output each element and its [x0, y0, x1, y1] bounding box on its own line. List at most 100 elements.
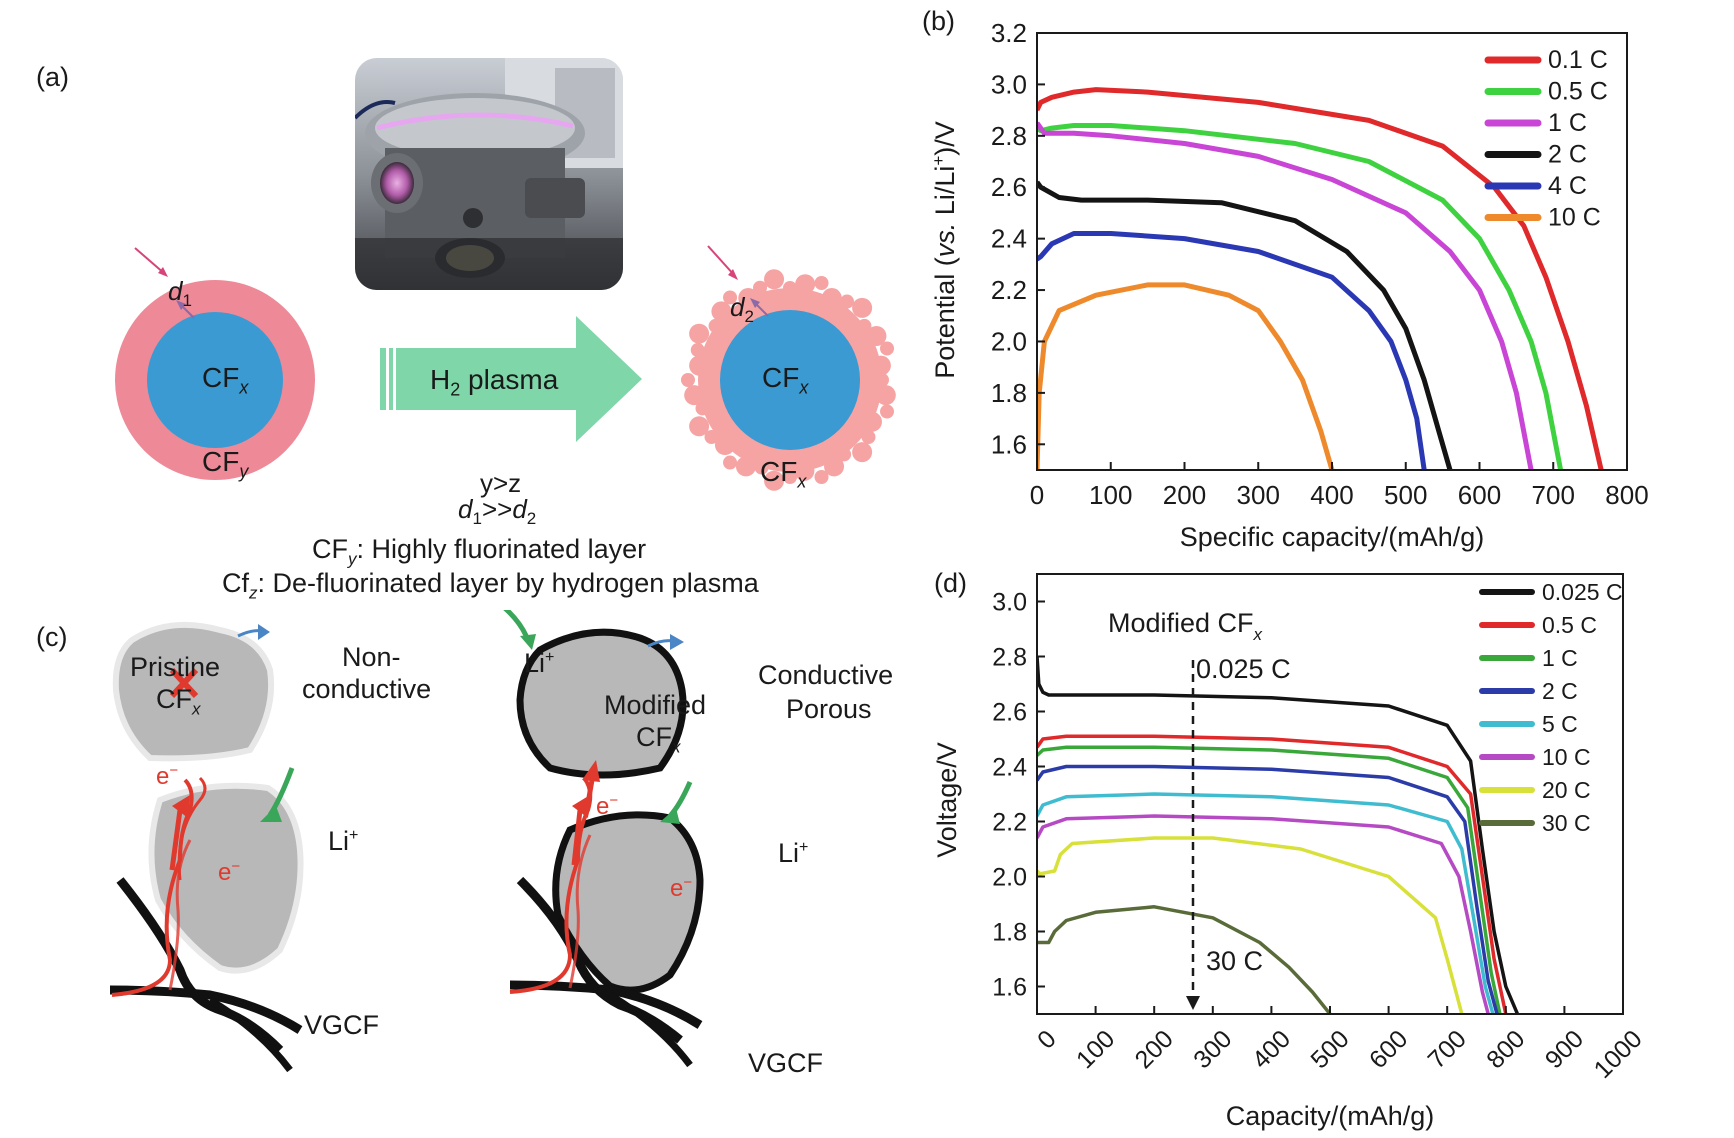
legend-label: 0.1 C	[1548, 46, 1608, 74]
x-tick-label: 400	[1310, 480, 1353, 510]
electron-label-left-2: e−	[218, 858, 241, 886]
series-line-0p5-C	[1037, 123, 1564, 470]
pristine-label-1: Pristine	[130, 652, 221, 682]
x-tick-label: 0	[1032, 1025, 1062, 1055]
x-tick-label: 100	[1089, 480, 1132, 510]
x-tick-label: 500	[1305, 1025, 1354, 1074]
y-tick-label: 3.2	[991, 18, 1027, 48]
legend-label: 10 C	[1548, 204, 1601, 232]
h2-plasma-label: H2 plasma	[430, 364, 559, 400]
series-line-10-C	[1037, 282, 1335, 470]
electron-label-right-2: e−	[670, 874, 693, 902]
left-shell-label: CFy	[202, 446, 249, 482]
legend-cfz: Cfz: De-fluorinated layer by hydrogen pl…	[222, 568, 759, 603]
d1-label: d1	[168, 276, 192, 311]
vgcf-label-left: VGCF	[304, 1010, 380, 1040]
condition-d1-gg-d2: d1>>d2	[458, 494, 537, 529]
legend-label: 0.5 C	[1548, 78, 1608, 106]
nonconductive-label-2: conductive	[302, 674, 432, 704]
y-tick-label: 1.6	[991, 429, 1027, 459]
x-tick-label: 200	[1163, 480, 1206, 510]
panel-a-label: (a)	[36, 62, 69, 92]
series-line-0p1-C	[1037, 87, 1604, 470]
left-core-label: CFx	[202, 362, 249, 398]
li-arrow-right-top	[503, 610, 531, 641]
nonconductive-label-1: Non-	[342, 642, 401, 672]
series-line-0p025-C	[1037, 656, 1520, 1014]
x-tick-label: 100	[1071, 1025, 1120, 1074]
y-tick-label: 2.6	[992, 699, 1027, 727]
y-tick-label: 2.0	[992, 864, 1027, 892]
li-label-left: Li+	[328, 826, 359, 856]
right-core-label: CFx	[762, 362, 809, 398]
series-line-2-C	[1037, 180, 1453, 470]
conductive-label-2: Porous	[786, 694, 872, 724]
plasma-chamber-photo	[355, 58, 623, 290]
plot-frame	[1036, 32, 1628, 471]
x-tick-label: 0	[1030, 480, 1044, 510]
pristine-particle-lower	[148, 782, 304, 974]
series-line-2-C	[1037, 764, 1499, 1014]
x-axis-label: Specific capacity/(mAh/g)	[1180, 522, 1485, 552]
modified-particle	[681, 245, 896, 491]
electron-label-right-1: e−	[596, 792, 619, 820]
series-line-0p5-C	[1037, 734, 1508, 1014]
series-line-10-C	[1037, 814, 1490, 1014]
modified-particle-upper	[516, 628, 687, 779]
h2-plasma-arrow	[380, 316, 642, 442]
plot-frame	[1036, 573, 1624, 1015]
y-tick-label: 2.2	[991, 275, 1027, 305]
y-tick-label: 1.8	[992, 919, 1027, 947]
y-tick-label: 2.6	[991, 172, 1027, 202]
x-tick-label: 700	[1423, 1025, 1472, 1074]
legend-label: 1 C	[1548, 109, 1587, 137]
electron-label-left-1: e−	[156, 762, 179, 790]
legend-label: 0.5 C	[1542, 612, 1597, 638]
x-tick-label: 800	[1605, 480, 1648, 510]
x-tick-label: 600	[1458, 480, 1501, 510]
pristine-particle	[115, 247, 315, 480]
legend-label: 0.025 C	[1542, 579, 1623, 605]
condition-y-gt-z: y>z	[480, 468, 522, 498]
y-tick-label: 2.0	[991, 326, 1027, 356]
legend-cfy: CFy: Highly fluorinated layer	[312, 534, 647, 569]
legend-label: 20 C	[1542, 777, 1591, 803]
series-line-20-C	[1037, 836, 1464, 1014]
series-line-30-C	[1037, 905, 1332, 1014]
d2-label: d2	[730, 292, 754, 327]
panel-b-label: (b)	[922, 6, 955, 36]
y-tick-label: 3.0	[992, 589, 1027, 617]
legend-label: 10 C	[1542, 744, 1591, 770]
series-line-5-C	[1037, 792, 1495, 1014]
y-axis-label: Voltage/V	[932, 742, 962, 858]
x-tick-label: 300	[1237, 480, 1280, 510]
conductive-label-1: Conductive	[758, 660, 894, 690]
series-line-1-C	[1037, 745, 1502, 1014]
y-tick-label: 1.6	[992, 974, 1027, 1002]
x-tick-label: 700	[1532, 480, 1575, 510]
y-tick-label: 2.8	[992, 644, 1027, 672]
li-label-right-top: Li+	[524, 648, 555, 678]
right-shell-label: CFx	[760, 456, 807, 492]
y-tick-label: 2.8	[991, 121, 1027, 151]
legend-label: 4 C	[1548, 172, 1587, 200]
pristine-label-2: CFx	[156, 684, 201, 719]
series-line-1-C	[1037, 121, 1534, 470]
panel-c-drawing	[109, 610, 704, 1073]
annotation-modified-cfx: Modified CFx	[1108, 608, 1263, 644]
y-tick-label: 2.2	[992, 809, 1027, 837]
vgcf-label-right: VGCF	[748, 1048, 824, 1078]
y-axis-label: Potential (vs. Li/Li+)/V	[929, 121, 960, 379]
li-label-right-bottom: Li+	[778, 838, 809, 868]
modified-label-1: Modified	[604, 690, 707, 720]
legend-label: 2 C	[1542, 678, 1578, 704]
y-tick-label: 2.4	[991, 224, 1027, 254]
x-tick-label: 300	[1188, 1025, 1237, 1074]
x-tick-label: 200	[1130, 1025, 1179, 1074]
x-tick-label: 1000	[1589, 1025, 1648, 1084]
x-tick-label: 400	[1247, 1025, 1296, 1074]
legend-label: 5 C	[1542, 711, 1578, 737]
x-tick-label: 800	[1481, 1025, 1530, 1074]
y-tick-label: 1.8	[991, 378, 1027, 408]
annotation-0025c: 0.025 C	[1196, 654, 1291, 684]
